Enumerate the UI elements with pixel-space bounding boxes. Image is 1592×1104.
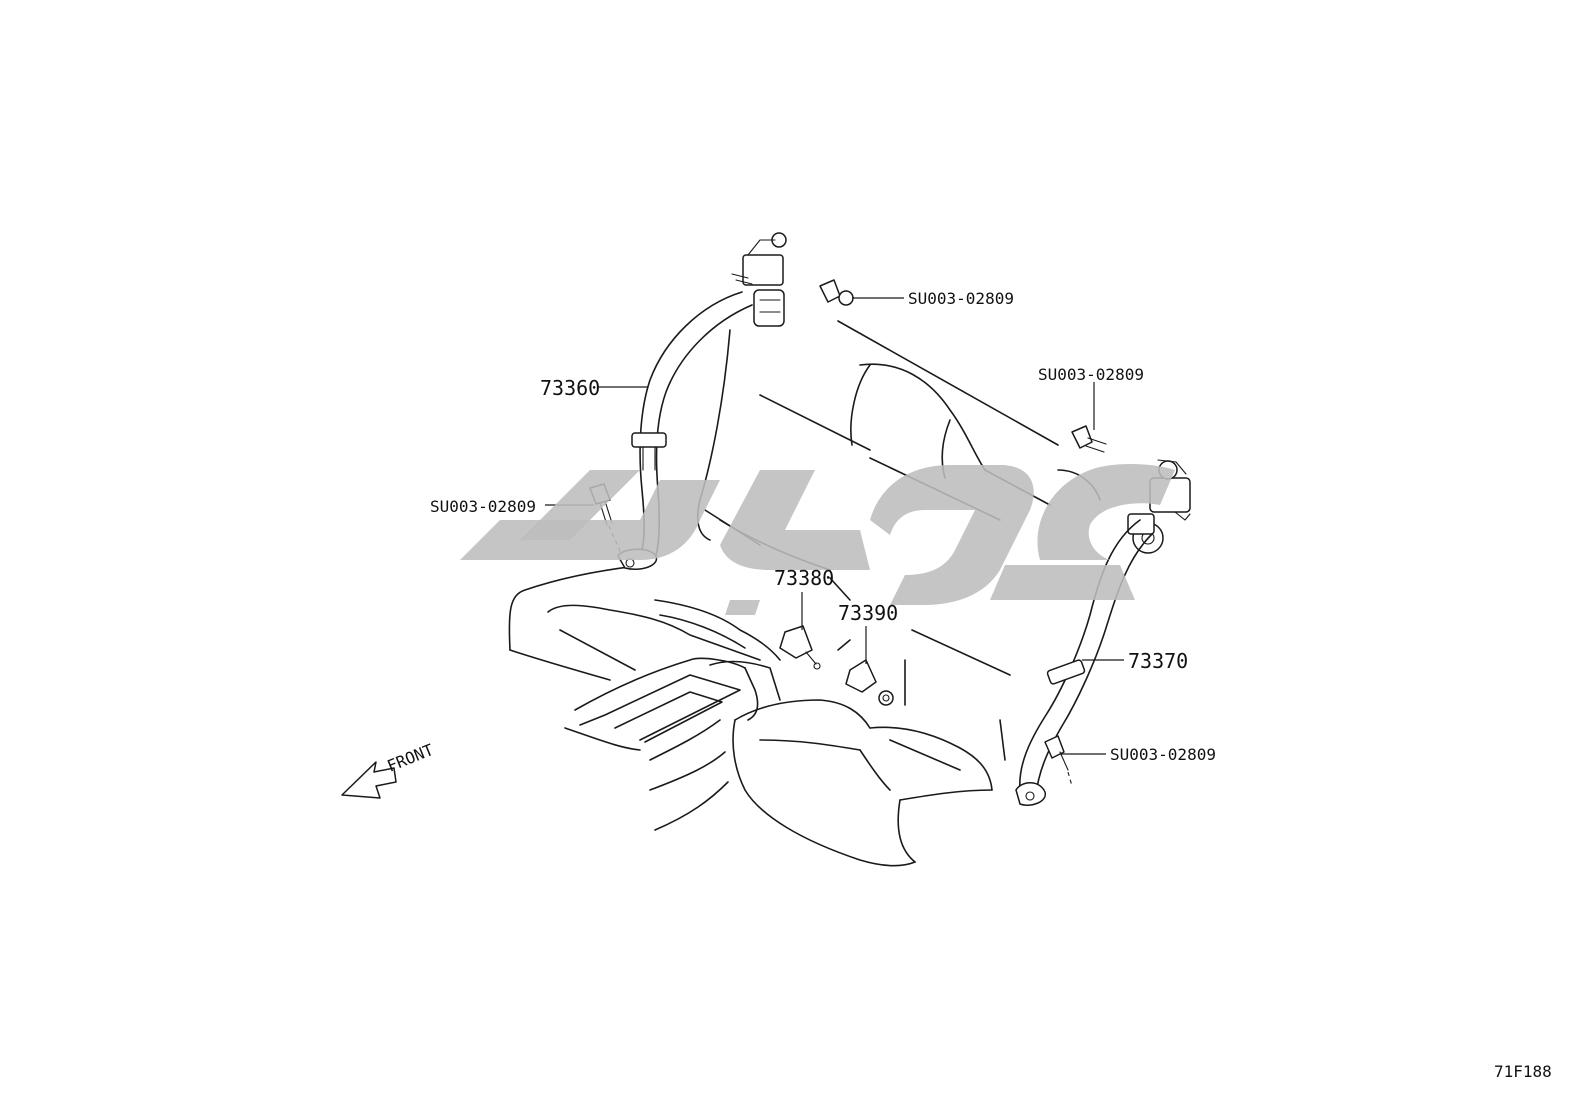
callout-73390: 73390 — [838, 601, 898, 625]
callout-73380: 73380 — [774, 566, 834, 590]
callout-73360: 73360 — [540, 376, 600, 400]
front-label: FRONT — [384, 740, 436, 776]
leader-lines — [545, 297, 1124, 755]
watermark-logo — [460, 464, 1175, 615]
callout-bolt-top-right: SU003-02809 — [1038, 365, 1144, 384]
figure-id: 71F188 — [1494, 1062, 1552, 1081]
buckle-left — [779, 625, 821, 670]
buckle-right — [845, 659, 894, 706]
front-direction-arrow — [341, 761, 397, 799]
bolt-top-left — [819, 279, 854, 306]
callout-73370: 73370 — [1128, 649, 1188, 673]
callout-bolt-right-lower: SU003-02809 — [1110, 745, 1216, 764]
callout-bolt-top-left: SU003-02809 — [908, 289, 1014, 308]
bolt-top-right — [1071, 425, 1107, 453]
callout-bolt-left-lower: SU003-02809 — [430, 497, 536, 516]
